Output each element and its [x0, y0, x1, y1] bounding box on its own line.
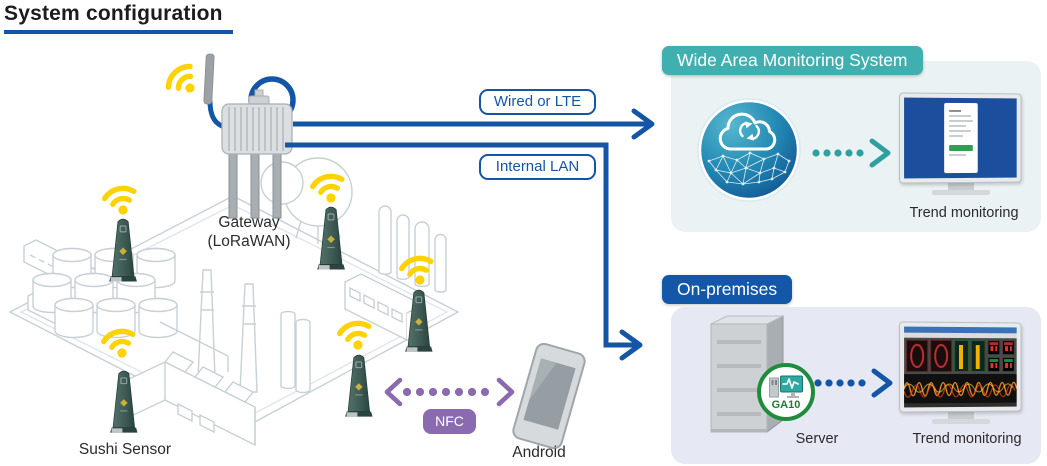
on-premises-panel-title: On-premises — [662, 275, 792, 304]
page-title: System configuration — [4, 2, 233, 34]
wifi-signal-icon — [103, 185, 138, 218]
monitor-stand — [948, 412, 974, 419]
trend-monitoring-caption-onprem: Trend monitoring — [897, 431, 1037, 447]
gateway-label: Gateway (LoRaWAN) — [194, 213, 304, 251]
gauge-tile — [930, 340, 952, 372]
trend-monitoring-caption-wide: Trend monitoring — [897, 205, 1031, 221]
sushi-sensor-label: Sushi Sensor — [58, 441, 192, 459]
trend-monitoring-monitor-onprem — [899, 322, 1023, 424]
bar-tile — [954, 340, 969, 372]
gauge-tile — [906, 340, 928, 372]
android-phone-icon — [511, 342, 586, 450]
android-label: Android — [497, 444, 581, 462]
ga10-label: GA10 — [772, 400, 801, 410]
wifi-signal-icon — [164, 62, 204, 102]
gateway-antenna — [204, 54, 215, 104]
dashboard-trend-chart — [904, 374, 1017, 403]
ga10-badge: GA10 — [757, 363, 815, 421]
monitor-frame — [899, 321, 1021, 412]
nfc-badge: NFC — [423, 409, 476, 434]
login-button-shape — [949, 145, 973, 151]
trend-monitoring-monitor-wide — [899, 93, 1023, 195]
dotted-arrow-icon — [812, 368, 896, 398]
internal-lan-label: Internal LAN — [479, 154, 596, 180]
login-card — [944, 103, 978, 173]
wired-or-lte-arrow — [293, 111, 652, 137]
gateway-label-line2: (LoRaWAN) — [208, 233, 291, 250]
cloud-service-icon — [696, 97, 802, 203]
gateway-label-line1: Gateway — [218, 214, 279, 231]
dashboard-gauges — [904, 338, 1017, 374]
dotted-arrow-icon — [810, 138, 894, 168]
readout-tile — [1002, 340, 1015, 355]
readout-tile — [988, 357, 1001, 372]
monitor-screen-dashboard — [904, 327, 1017, 408]
monitor-base — [932, 190, 990, 195]
monitor-stand — [948, 183, 974, 190]
dashboard-statusbar — [904, 403, 1017, 408]
server-caption: Server — [777, 431, 857, 447]
digital-readouts — [988, 340, 1015, 372]
wide-area-panel-title: Wide Area Monitoring System — [662, 46, 923, 75]
nfc-arrow — [387, 380, 512, 404]
readout-tile — [988, 340, 1001, 355]
bar-tile — [971, 340, 986, 372]
monitor-frame — [899, 92, 1021, 183]
monitor-screen-login — [904, 98, 1017, 179]
readout-tile — [1002, 357, 1015, 372]
monitor-base — [932, 419, 990, 424]
ga10-software-icon — [769, 375, 803, 399]
wired-or-lte-label: Wired or LTE — [479, 89, 596, 115]
